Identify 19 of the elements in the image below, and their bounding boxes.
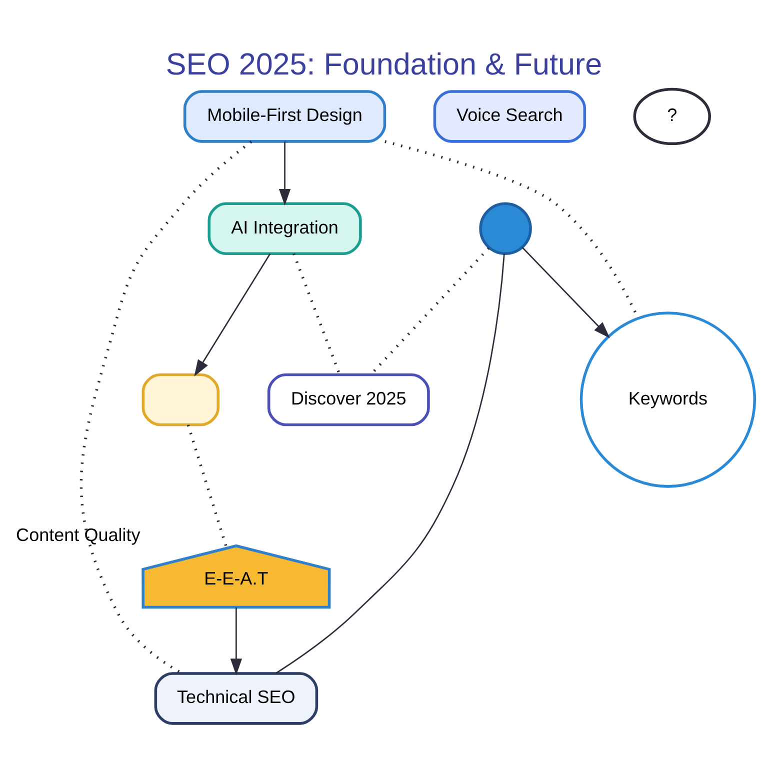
node-box: Technical SEO bbox=[154, 672, 318, 725]
connector bbox=[186, 424, 228, 548]
arrow bbox=[194, 253, 271, 376]
node-circle: Keywords bbox=[580, 312, 756, 488]
arrow bbox=[278, 142, 291, 206]
node-ellipse: ? bbox=[633, 88, 711, 146]
arrow bbox=[230, 607, 242, 676]
connector bbox=[276, 254, 505, 674]
diagram-title: SEO 2025: Foundation & Future bbox=[166, 48, 602, 82]
connector bbox=[292, 253, 341, 376]
connector bbox=[80, 140, 252, 675]
node-box: Discover 2025 bbox=[267, 373, 430, 426]
node-box: Voice Search bbox=[433, 90, 586, 143]
node-box bbox=[142, 373, 220, 426]
node-label: Content Quality bbox=[16, 524, 140, 545]
node-box: AI Integration bbox=[208, 202, 362, 256]
node-box: Mobile-First Design bbox=[183, 90, 386, 143]
node-circle bbox=[479, 202, 532, 256]
arrow bbox=[522, 246, 610, 338]
